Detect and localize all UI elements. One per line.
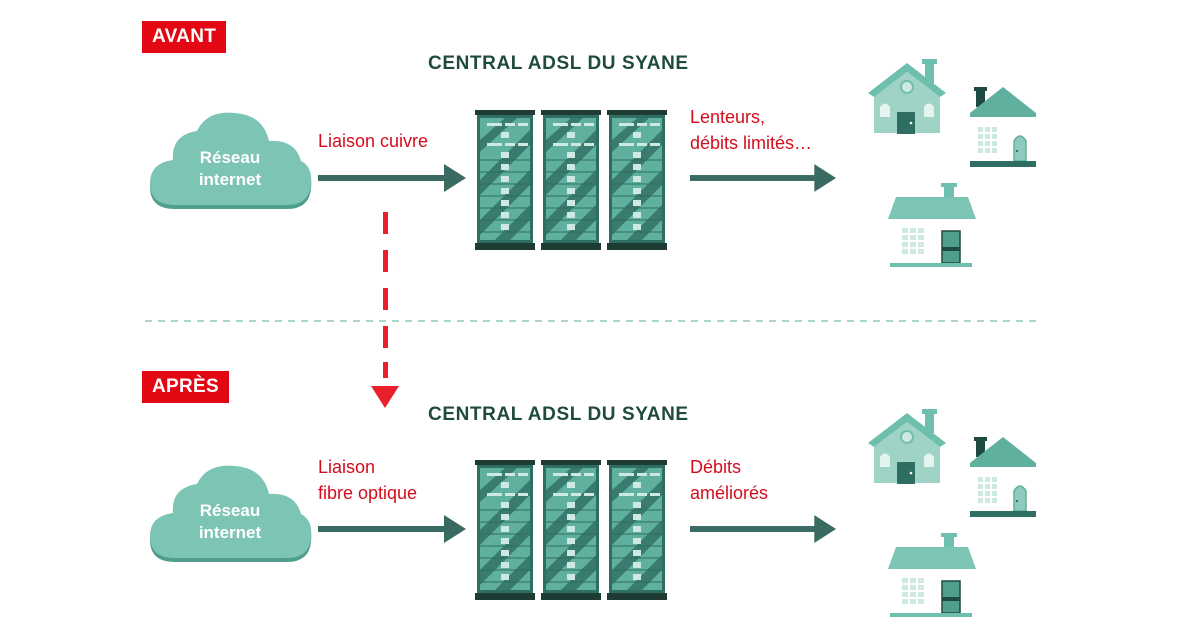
section-divider <box>145 320 1040 322</box>
after-link-arrow-icon <box>318 514 468 544</box>
house-icon <box>968 85 1038 175</box>
before-link-label: Liaison cuivre <box>318 131 429 151</box>
after-houses <box>860 405 1050 630</box>
before-link-arrow-icon <box>318 163 468 193</box>
server-rack-icon <box>475 460 535 600</box>
before-central-title: CENTRAL ADSL DU SYANE <box>428 53 689 74</box>
after-central-servers <box>475 460 675 600</box>
before-central-servers <box>475 110 675 250</box>
server-rack-icon <box>607 460 667 600</box>
house-icon <box>862 405 952 485</box>
after-cloud: Réseau internet <box>145 458 315 568</box>
house-icon <box>886 533 976 623</box>
cloud-label-line2: internet <box>198 523 262 542</box>
cloud-label-line1: Réseau <box>199 148 261 167</box>
before-result-arrow-icon <box>690 163 838 193</box>
house-icon <box>862 55 952 135</box>
cloud-label-line2: internet <box>198 170 262 189</box>
server-rack-icon <box>607 110 667 250</box>
dashed-arrow-down-icon <box>371 212 399 408</box>
after-central-title: CENTRAL ADSL DU SYANE <box>428 404 689 425</box>
cloud-label-line1: Réseau <box>199 501 261 520</box>
after-link-label: Liaison fibre optique <box>318 457 418 503</box>
after-result-arrow-icon <box>690 514 838 544</box>
before-houses <box>860 55 1050 275</box>
after-badge: APRÈS <box>142 371 229 403</box>
house-icon <box>968 435 1038 525</box>
server-rack-icon <box>541 460 601 600</box>
server-rack-icon <box>541 110 601 250</box>
after-result-label: Débits améliorés <box>690 457 769 503</box>
before-badge: AVANT <box>142 21 227 53</box>
before-result-label: Lenteurs, débits limités… <box>690 107 813 153</box>
server-rack-icon <box>475 110 535 250</box>
house-icon <box>886 183 976 273</box>
before-cloud: Réseau internet <box>145 105 315 215</box>
